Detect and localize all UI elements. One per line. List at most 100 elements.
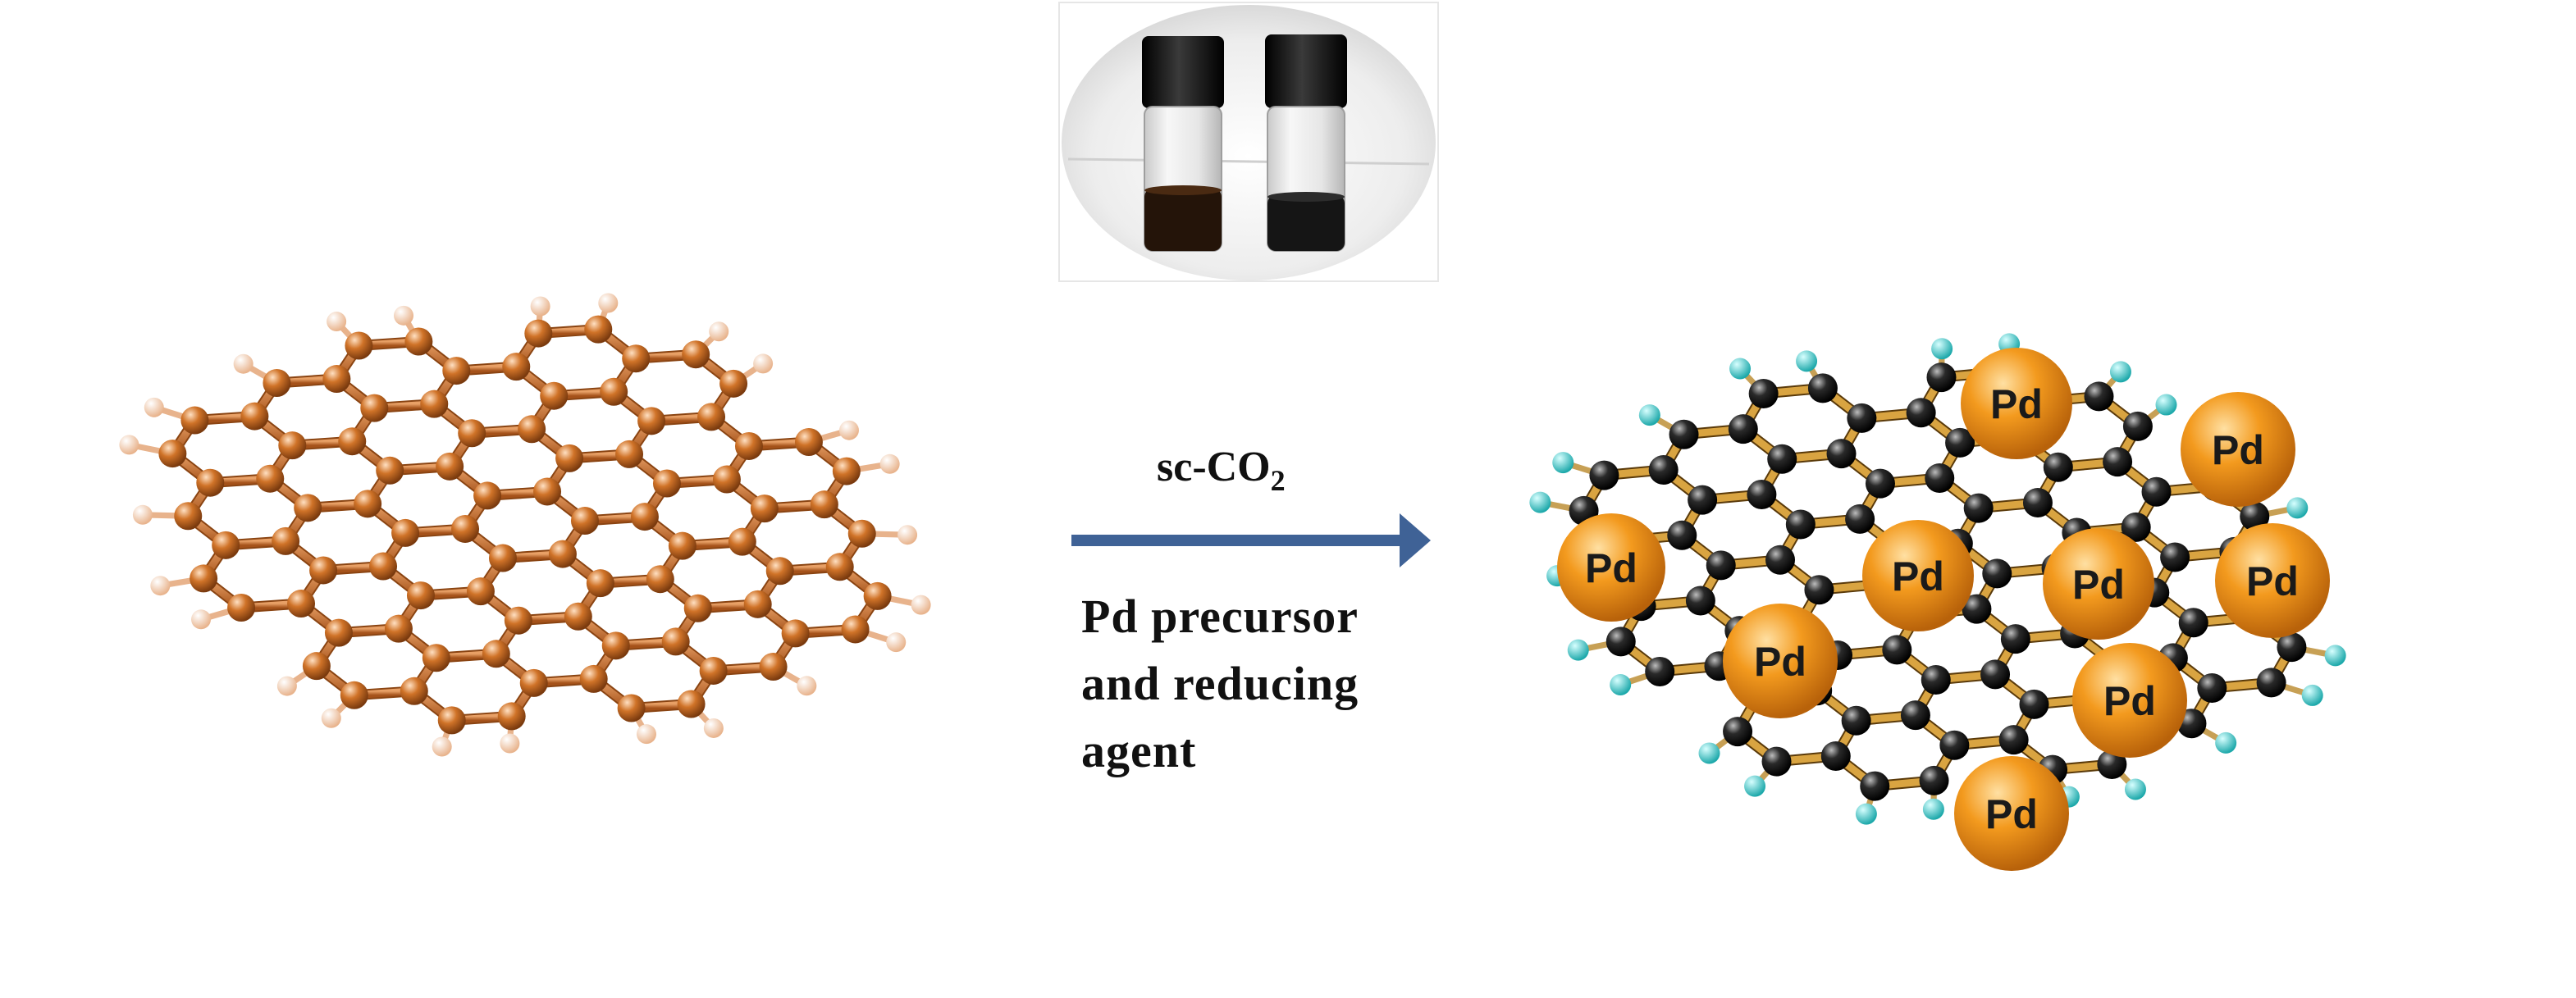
- pd-graphene-carbon-atom: [1728, 414, 1758, 444]
- pd-graphene-carbon-atom: [2084, 381, 2114, 412]
- graphene-carbon-atom: [719, 369, 748, 398]
- graphene-carbon-atom: [384, 614, 413, 643]
- pd-graphene-carbon-atom: [2097, 750, 2127, 780]
- graphene-carbon-atom: [570, 507, 599, 535]
- pd-graphene-hydrogen-atom: [2286, 497, 2309, 519]
- graphene-hydrogen-atom: [636, 724, 656, 745]
- pd-graphene-carbon-atom: [1820, 741, 1851, 771]
- pd-graphene-carbon-atom: [1767, 444, 1797, 474]
- pd-nanoparticle: Pd: [2215, 523, 2330, 638]
- pd-graphene-hydrogen-atom: [2109, 361, 2131, 383]
- pd-graphene-carbon-atom: [2277, 632, 2307, 663]
- graphene-carbon-atom: [294, 494, 322, 522]
- graphene-carbon-atom: [586, 569, 614, 598]
- graphene-hydrogen-atom: [191, 609, 212, 630]
- pd-graphene-hydrogen-atom: [2301, 684, 2323, 706]
- pd-graphene-carbon-atom: [1925, 463, 1955, 494]
- graphene-carbon-atom: [400, 677, 428, 705]
- pd-graphene-hydrogen-atom: [2324, 645, 2346, 667]
- pd-graphene-carbon-atom: [1669, 419, 1699, 449]
- pd-graphene-carbon-atom: [1919, 765, 1949, 795]
- pd-graphene-carbon-atom: [1998, 725, 2029, 755]
- graphene-carbon-atom: [180, 406, 209, 435]
- pd-graphene-carbon-atom: [1804, 575, 1834, 605]
- graphene-hydrogen-atom: [150, 576, 171, 596]
- graphene-carbon-atom: [196, 468, 225, 497]
- graphene-hydrogen-atom: [276, 676, 297, 696]
- pd-graphene-carbon-atom: [1963, 493, 1994, 523]
- graphene-carbon-atom: [661, 627, 690, 656]
- pd-graphene-carbon-atom: [2000, 624, 2030, 654]
- graphene-hydrogen-atoms: [119, 293, 931, 757]
- pd-nanoparticle: Pd: [2181, 392, 2295, 507]
- vials-photo: [1058, 2, 1439, 282]
- pd-graphene-carbon-atom: [1826, 439, 1857, 469]
- graphene-carbon-atom: [502, 353, 531, 381]
- graphene-carbon-atom: [227, 593, 256, 622]
- pd-nanoparticle: Pd: [1723, 604, 1838, 718]
- graphene-hydrogen-atom: [394, 305, 414, 326]
- graphene-hydrogen-atom: [838, 420, 859, 440]
- pd-graphene-hydrogen-atom: [2124, 778, 2146, 800]
- graphene-carbon-atom: [622, 344, 651, 373]
- pd-graphene-carbon-atom: [2197, 672, 2227, 703]
- graphene-hydrogen-atom: [703, 718, 724, 738]
- pd-graphene-carbon-atom: [1945, 427, 1975, 458]
- pd-graphene-carbon-atom: [1605, 627, 1636, 657]
- graphene-carbon-atom: [847, 519, 876, 548]
- graphene-carbon-atom: [637, 407, 666, 435]
- graphene-hydrogen-atom: [432, 736, 452, 757]
- graphene-carbon-atom: [540, 381, 569, 410]
- pd-graphene-carbon-atom: [2103, 447, 2133, 477]
- graphene-carbon-atom: [825, 553, 854, 581]
- graphene-hydrogen-atom: [327, 312, 347, 332]
- graphene-carbon-atom: [391, 518, 420, 547]
- graphene-carbon-atom: [794, 428, 823, 457]
- pd-graphene-carbon-atom: [2141, 476, 2172, 507]
- shelf-edge: [1067, 157, 1430, 166]
- graphene-carbon-atom: [841, 615, 870, 644]
- graphene-carbon-atom: [466, 577, 495, 606]
- graphene-carbon-atom: [451, 514, 480, 543]
- pd-graphene-carbon-atom: [1685, 586, 1715, 616]
- graphene-carbon-atom: [668, 531, 697, 560]
- graphene-carbon-atom: [712, 465, 741, 494]
- graphene-carbon-atom: [519, 668, 548, 697]
- graphene-carbon-atom: [340, 681, 368, 709]
- graphene-carbon-atom: [322, 365, 351, 394]
- graphene-hydrogen-atom: [500, 733, 520, 754]
- reagent-subscript: 2: [1270, 464, 1286, 497]
- graphene-carbon-atom: [518, 415, 546, 444]
- graphene-carbon-atom: [302, 652, 331, 681]
- graphene-hydrogen-atom: [321, 708, 341, 728]
- graphene-carbon-atom: [524, 319, 553, 348]
- graphene-carbon-atom: [212, 531, 240, 559]
- graphene-carbon-atom: [600, 377, 628, 406]
- graphene-carbon-atom: [376, 456, 404, 485]
- pd-graphene-hydrogen-atom: [1922, 798, 1944, 820]
- pd-graphene-carbon-atom: [1648, 455, 1679, 485]
- graphene-hydrogen-atom: [753, 353, 774, 374]
- graphene-carbon-atom: [324, 618, 353, 647]
- graphene-carbon-atom: [683, 594, 712, 622]
- conditions-line-1: Pd precursor: [1081, 590, 1359, 643]
- pd-graphene-hydrogen-atom: [1796, 350, 1818, 372]
- graphene-carbon-atom: [345, 331, 373, 360]
- graphene-carbon-atom: [548, 540, 577, 568]
- pd-graphene-hydrogen-atom: [1698, 742, 1720, 764]
- pd-graphene-carbon-atom: [1982, 558, 2012, 589]
- graphene-carbon-atom: [256, 464, 285, 493]
- graphene-carbon-atom: [677, 690, 706, 718]
- pd-label: Pd: [1585, 545, 1637, 591]
- graphene-hydrogen-atom: [132, 504, 153, 525]
- pd-graphene-carbon-atom: [2122, 411, 2153, 441]
- pd-graphene-carbon-atom: [1841, 705, 1871, 736]
- graphene-carbon-atom: [482, 640, 510, 668]
- pd-graphene-carbon-atom: [2178, 608, 2208, 638]
- graphene-carbon-atom: [682, 340, 710, 369]
- pd-graphene-carbon-atom: [1747, 479, 1777, 509]
- pd-graphene-carbon-atom: [1688, 485, 1718, 515]
- graphene-carbon-atom: [728, 527, 756, 556]
